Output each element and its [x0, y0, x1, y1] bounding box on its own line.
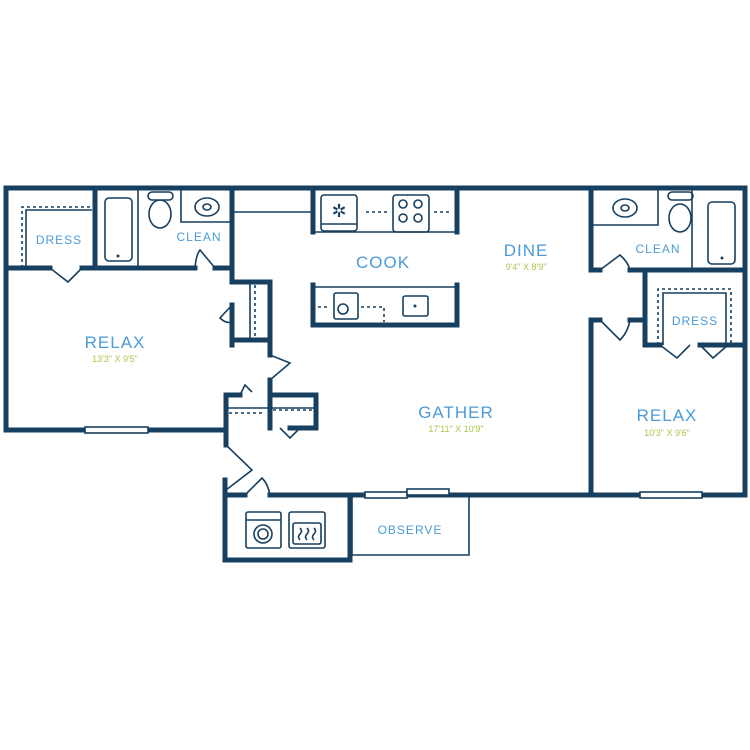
room-label-relax-left: RELAX	[84, 333, 146, 352]
room-size-relax-right: 10'3" X 9'6"	[644, 428, 690, 438]
room-label-dine: DINE	[503, 241, 549, 260]
room-size-dine: 9'4" X 8'9"	[505, 262, 547, 272]
room-label-observe: OBSERVE	[377, 523, 443, 537]
room-label-cook: COOK	[355, 253, 411, 272]
room-label-dress-left: DRESS	[35, 233, 83, 247]
room-label-dress-right: DRESS	[671, 314, 719, 328]
room-size-relax-left: 13'3" X 9'5"	[92, 354, 138, 364]
room-label-relax-right: RELAX	[636, 406, 698, 425]
windows	[84, 426, 703, 499]
walls	[3, 185, 748, 563]
room-label-clean-left: CLEAN	[176, 230, 222, 244]
fixtures: ✲	[21, 190, 736, 556]
doors	[49, 248, 729, 496]
room-label-clean-right: CLEAN	[635, 242, 681, 256]
room-size-gather: 17'11" X 10'9"	[428, 424, 484, 434]
fan-icon: ✲	[331, 201, 346, 221]
room-label-gather: GATHER	[418, 403, 494, 422]
